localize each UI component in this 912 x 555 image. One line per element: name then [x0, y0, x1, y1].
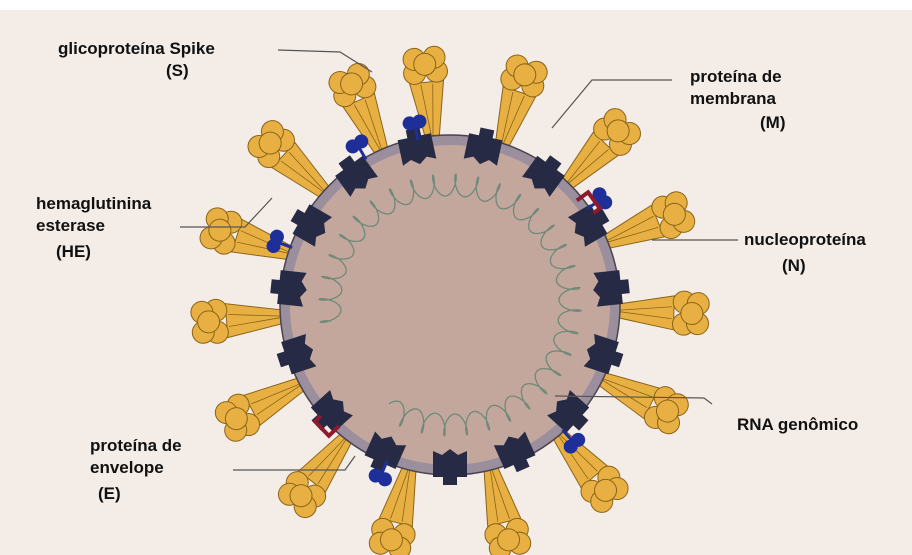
label-spike-line1: glicoproteína Spike — [58, 38, 215, 60]
membrane-protein-9 — [433, 449, 467, 485]
label-rna: RNA genômico — [737, 414, 858, 436]
label-nucleo-line1: nucleoproteína — [744, 229, 866, 251]
label-envelope-line3: (E) — [90, 483, 182, 505]
label-spike: glicoproteína Spike (S) — [58, 38, 215, 82]
label-nucleo: nucleoproteína (N) — [744, 229, 866, 277]
label-he: hemaglutinina esterase (HE) — [36, 193, 151, 263]
label-he-line1: hemaglutinina — [36, 193, 151, 215]
viral-core — [342, 197, 558, 413]
label-nucleo-line2: (N) — [744, 255, 866, 277]
label-membrane-line1: proteína de — [690, 66, 785, 88]
label-spike-line2: (S) — [58, 60, 215, 82]
label-envelope-line2: envelope — [90, 457, 182, 479]
label-membrane-line2: membrana — [690, 88, 785, 110]
label-rna-line1: RNA genômico — [737, 414, 858, 436]
spike-5 — [607, 289, 709, 336]
label-membrane-line3: (M) — [690, 112, 785, 134]
label-he-line3: (HE) — [36, 241, 151, 263]
label-he-line2: esterase — [36, 215, 151, 237]
label-envelope-line1: proteína de — [90, 435, 182, 457]
label-membrane: proteína de membrana (M) — [690, 66, 785, 134]
label-envelope: proteína de envelope (E) — [90, 435, 182, 505]
